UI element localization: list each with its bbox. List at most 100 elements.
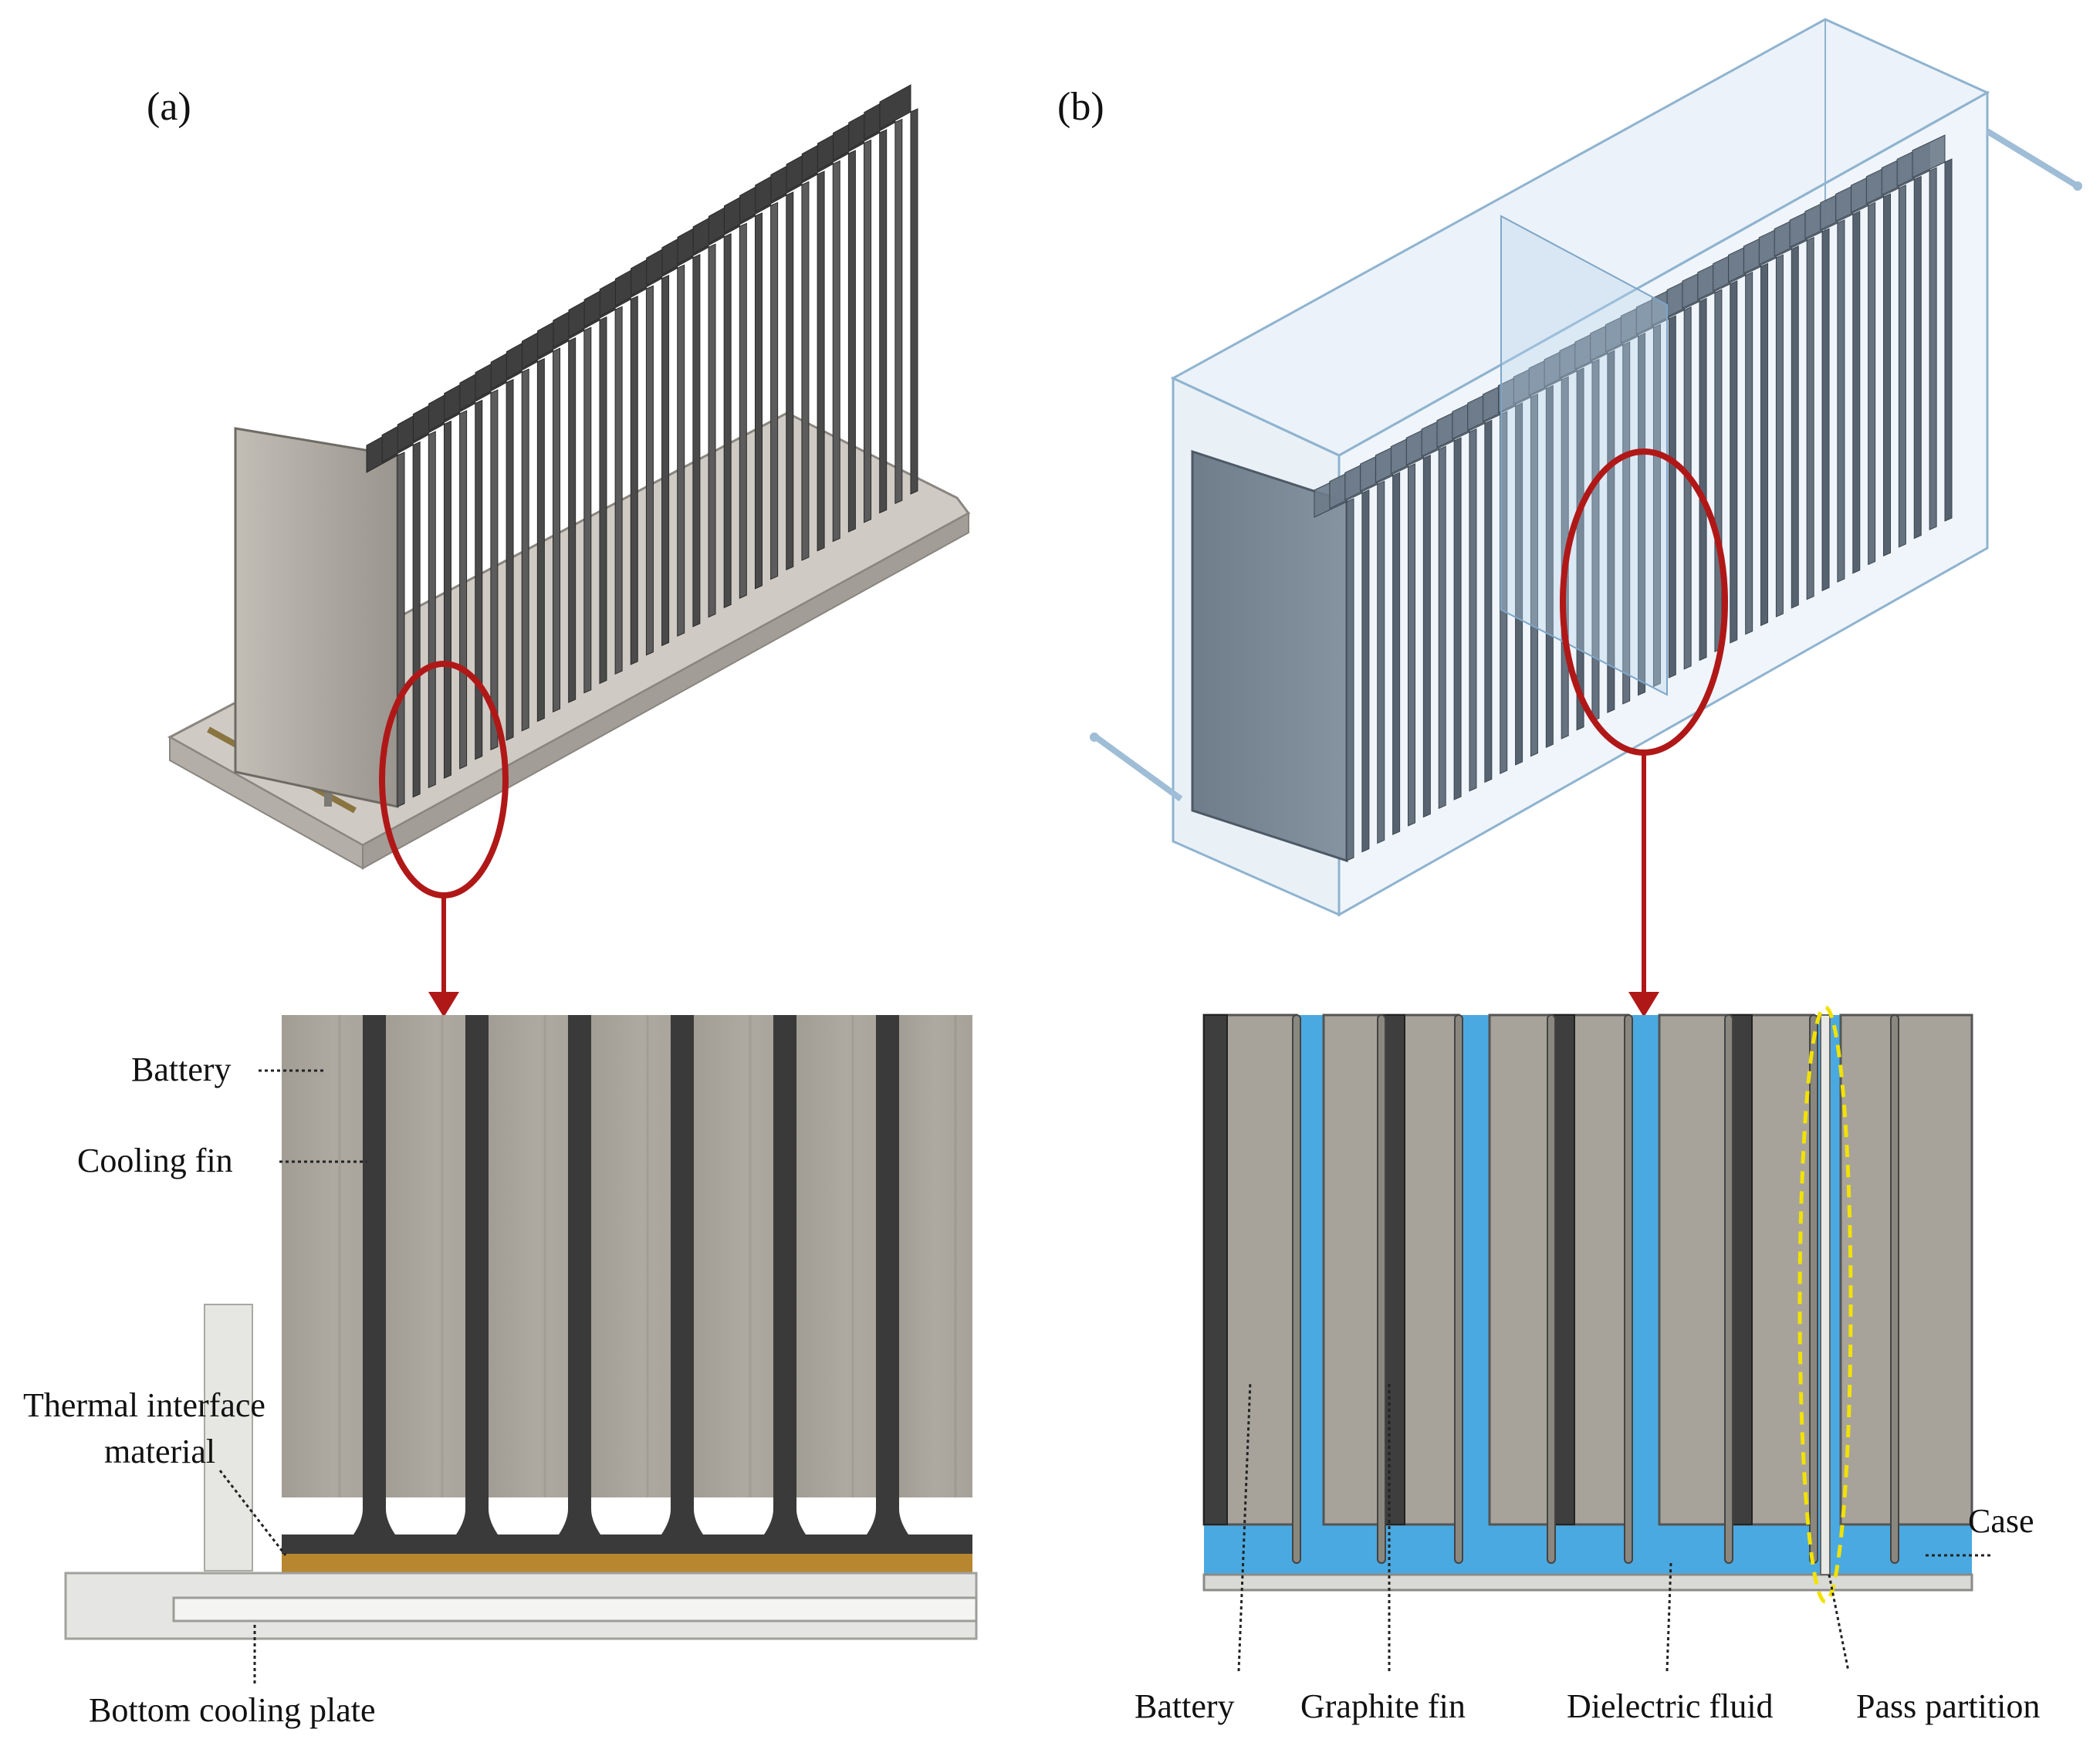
- gap-row: [282, 1497, 972, 1535]
- fin-stub: [1454, 1014, 1463, 1564]
- zoom-arrow-b-head: [1628, 992, 1659, 1017]
- cooling-fin: [568, 1015, 591, 1536]
- fin-plate: [428, 431, 436, 789]
- fin-plate: [1913, 175, 1922, 540]
- fin-plate: [879, 129, 888, 514]
- inlet-cap-b: [1090, 733, 1099, 742]
- fin-stub: [1890, 1014, 1899, 1564]
- fin-plate: [723, 233, 732, 609]
- fin-plate: [894, 118, 903, 505]
- label-tim-line1: Thermal interface: [23, 1386, 265, 1424]
- fin-plate: [817, 171, 825, 552]
- pass-partition-3d: [1500, 215, 1668, 696]
- fin-plate: [1699, 297, 1707, 662]
- fin-plate: [677, 264, 685, 637]
- fin-plate: [1346, 498, 1354, 861]
- fin-plate: [1453, 437, 1462, 800]
- fin-plate: [568, 337, 577, 703]
- cooling-channel: [172, 1596, 978, 1622]
- fin-root: [353, 1509, 395, 1535]
- label-graphite-fin: Graphite fin: [1300, 1687, 1466, 1725]
- fin-plate: [1837, 219, 1845, 583]
- panel-a-3d-view: (a): [147, 84, 971, 1017]
- fin-plate: [1469, 428, 1477, 792]
- fin-plate: [1607, 350, 1615, 713]
- fin-plate: [1652, 323, 1661, 688]
- cooling-fin: [465, 1015, 489, 1536]
- fin-plate: [599, 316, 607, 685]
- outlet-cap-b: [2073, 181, 2082, 191]
- fin-plate: [1714, 289, 1723, 653]
- fin-plate: [1929, 167, 1937, 531]
- fin-tab: [879, 84, 911, 130]
- fin-plate: [1760, 262, 1769, 627]
- fin-plate: [475, 399, 483, 760]
- fin-plate: [1806, 236, 1814, 601]
- battery-cell: [1488, 1013, 1553, 1526]
- fin-plate: [506, 378, 514, 741]
- fin-plate: [1484, 419, 1493, 783]
- fin-plate: [910, 108, 918, 495]
- fin-plate: [1392, 472, 1401, 835]
- fin-plate: [1730, 280, 1738, 644]
- fin-plate: [521, 368, 529, 732]
- fin-plate: [1883, 193, 1892, 557]
- fin-plate: [490, 389, 499, 751]
- fin-plate: [864, 139, 872, 523]
- fin-plate: [1944, 158, 1953, 522]
- fin-plate: [1377, 480, 1385, 844]
- front-battery-face: [234, 427, 399, 808]
- fin-plate: [1791, 245, 1799, 609]
- fin-plate: [1745, 271, 1753, 635]
- battery-cells-b: [1202, 1013, 1973, 1564]
- fin-plate: [1775, 254, 1784, 618]
- case-bottom: [1202, 1573, 1973, 1592]
- fin-plate: [1545, 384, 1554, 749]
- cooling-fin: [773, 1015, 796, 1536]
- panel-b-tag: (b): [1057, 85, 1104, 129]
- fin-plate: [1422, 454, 1431, 818]
- battery-cell: [1658, 1013, 1730, 1526]
- panel-b-3d-view: (b): [1057, 18, 2082, 1017]
- fin-plate: [1683, 306, 1692, 670]
- fin-plate: [1515, 402, 1523, 766]
- fin-plate: [536, 357, 545, 722]
- outlet-pipe-b: [1985, 128, 2078, 188]
- fin-plate: [1852, 210, 1861, 574]
- label-case: Case: [1968, 1502, 2034, 1540]
- pass-partition-section: [1820, 1014, 1831, 1575]
- cooling-fin: [671, 1015, 694, 1536]
- label-dielectric-fluid: Dielectric fluid: [1567, 1687, 1774, 1725]
- cooling-fin: [876, 1015, 899, 1536]
- battery-cell: [1893, 1013, 1973, 1526]
- inlet-pipe-b: [1094, 734, 1183, 802]
- fin-plate: [708, 243, 716, 618]
- fin-plate: [739, 222, 747, 599]
- fin-root: [456, 1509, 498, 1535]
- fin-stub: [1547, 1014, 1556, 1564]
- fin-plate: [614, 306, 623, 675]
- leader-tim: [218, 1470, 287, 1556]
- fin-stub: [1624, 1014, 1633, 1564]
- fin-array-a: [366, 84, 918, 807]
- fin-plate: [1530, 393, 1538, 757]
- label-bottom-plate: Bottom cooling plate: [89, 1691, 376, 1729]
- panel-a-tag: (a): [147, 85, 191, 129]
- vertical-pipe: [204, 1304, 253, 1572]
- fin-plate: [847, 150, 856, 533]
- fin-plate: [1622, 341, 1631, 705]
- fin-plate: [832, 160, 840, 543]
- fin-plate: [1361, 489, 1370, 853]
- battery-cells-a: [282, 1015, 972, 1536]
- label-battery-b: Battery: [1135, 1687, 1235, 1725]
- fin-plate: [1821, 228, 1830, 592]
- fin-plate: [645, 285, 654, 656]
- label-pass-partition: Pass partition: [1856, 1687, 2040, 1725]
- panel-a-cross-section: Battery Cooling fin Thermal interface ma…: [23, 1015, 978, 1729]
- fin-plate: [1407, 463, 1415, 827]
- fin-plate: [692, 254, 701, 628]
- base-plate-side: [362, 512, 969, 870]
- panel-b-cross-section: Case Battery Graphite fin Dielectric flu…: [1135, 1005, 2040, 1725]
- battery-cell: [898, 1015, 972, 1497]
